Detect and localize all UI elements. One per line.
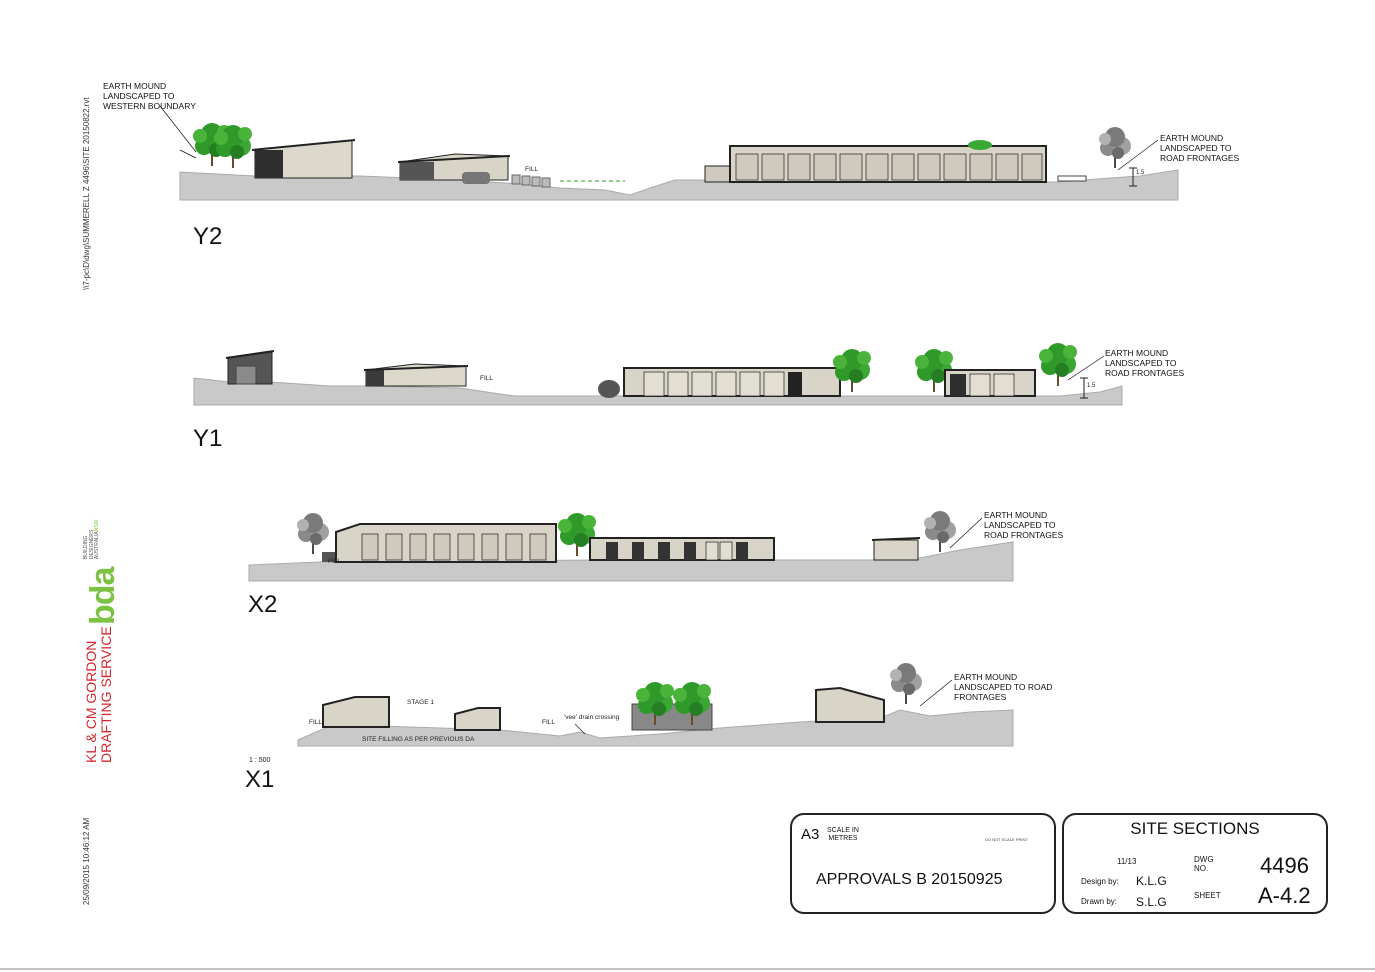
- x1-building-1: [322, 696, 390, 728]
- sheet-count: 11/13: [1117, 857, 1137, 866]
- drawn-by: S.L.G: [1136, 895, 1167, 909]
- sheet-size: A3: [801, 826, 820, 843]
- y1-note-right: EARTH MOUND LANDSCAPED TO ROAD FRONTAGES: [1105, 348, 1185, 378]
- y2-building-2: [397, 153, 511, 181]
- company-name: KL & CM GORDON DRAFTING SERVICE: [83, 626, 114, 763]
- y2-dim: 1.5: [1136, 170, 1145, 176]
- y2-tank: [462, 172, 490, 184]
- company-line-2: DRAFTING SERVICE: [98, 626, 114, 763]
- x1-note-right: EARTH MOUND LANDSCAPED TO ROAD FRONTAGES: [954, 672, 1053, 702]
- x1-fill-label-b: FILL: [542, 719, 556, 726]
- logo-sub-3: AUSTRALIA: [94, 531, 100, 560]
- y2-tree-3: [1098, 126, 1132, 169]
- design-by: K.L.G: [1136, 874, 1167, 888]
- y2-fill-label: FILL: [525, 166, 539, 173]
- logo-sub-4: NSW: [94, 519, 100, 532]
- x2-building-3: [871, 537, 921, 561]
- section-label-y1: Y1: [193, 425, 223, 452]
- company-line-1: KL & CM GORDON: [83, 640, 99, 763]
- dwg-no: 4496: [1260, 853, 1309, 878]
- x2-tree-3: [923, 510, 957, 553]
- y1-fill-label: FILL: [480, 375, 494, 382]
- y2-tree-2: [213, 124, 253, 169]
- title-box: [1062, 813, 1328, 914]
- x2-tank: [322, 552, 340, 562]
- x2-building-2: [589, 537, 775, 561]
- y1-dim: 1.5: [1087, 383, 1096, 389]
- file-path: \\7-pc\D\dwg\SUMMERELL Z 4496\SITE 20150…: [82, 97, 91, 290]
- scale-label: SCALE IN METRES: [827, 827, 859, 842]
- y1-building-3: [623, 367, 841, 397]
- design-by-label: Design by:: [1081, 877, 1119, 886]
- section-x2-drawing: [248, 510, 1014, 582]
- section-label-x1: X1: [245, 766, 275, 793]
- x1-scale: 1 : 500: [249, 757, 271, 764]
- x1-tree-3: [889, 662, 923, 705]
- dwg-no-label: DWG NO.: [1194, 855, 1214, 873]
- plot-timestamp: 25/09/2015 10:46:12 AM: [82, 817, 91, 905]
- logo-text: bda: [84, 567, 122, 625]
- x1-site-filling-label: SITE FILLING AS PER PREVIOUS DA: [362, 736, 475, 743]
- x1-fill-label-a: FILL: [309, 719, 323, 726]
- y2-note-right: EARTH MOUND LANDSCAPED TO ROAD FRONTAGES: [1160, 133, 1240, 163]
- section-label-x2: X2: [248, 591, 278, 618]
- y1-building-2: [363, 363, 469, 387]
- sheet-label: SHEET: [1194, 891, 1221, 900]
- y1-building-1: [225, 350, 275, 385]
- y1-tank: [598, 380, 620, 398]
- x2-note-right: EARTH MOUND LANDSCAPED TO ROAD FRONTAGES: [984, 510, 1064, 540]
- section-y1-drawing: [193, 342, 1123, 406]
- x1-building-2: [454, 707, 501, 731]
- section-x1-drawing: [297, 662, 1014, 747]
- revision-box: [790, 813, 1056, 914]
- section-label-y2: Y2: [193, 223, 223, 250]
- drawn-by-label: Drawn by:: [1081, 897, 1118, 906]
- y2-ground: [179, 169, 1179, 201]
- x1-drain-label: 'vee' drain crossing: [564, 714, 620, 721]
- x1-building-3: [815, 686, 885, 723]
- y1-building-4: [944, 369, 1036, 397]
- section-y2-drawing: [159, 105, 1179, 201]
- sheet-number: A-4.2: [1258, 883, 1311, 908]
- revision-text: APPROVALS B 20150925: [816, 871, 1003, 888]
- do-not-scale: DO NOT SCALE PRINT: [985, 837, 1028, 842]
- y2-building-1: [251, 139, 356, 179]
- drawing-title: SITE SECTIONS: [1130, 819, 1260, 838]
- bda-logo: bda BUILDING DESIGNERS AUSTRALIANSW: [83, 519, 123, 625]
- y2-building-3: [704, 140, 1047, 183]
- y2-note-left: EARTH MOUND LANDSCAPED TO WESTERN BOUNDA…: [103, 81, 196, 111]
- x2-fill-label: FILL: [328, 558, 342, 565]
- x2-building-1: [335, 523, 557, 563]
- y1-tree-3: [1038, 342, 1078, 387]
- x1-stage-label: STAGE 1: [407, 699, 434, 706]
- x2-tree-1: [296, 512, 330, 555]
